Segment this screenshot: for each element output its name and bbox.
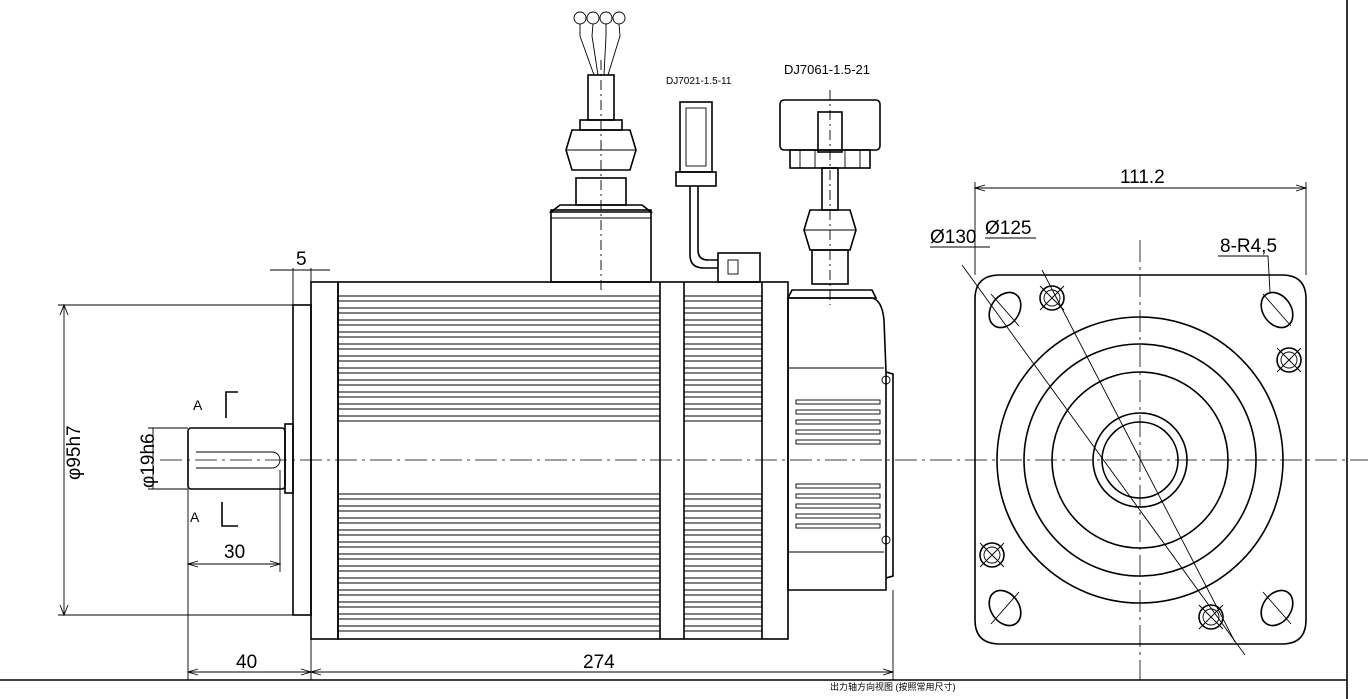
dim-shaft-dia-value: φ19h6 — [138, 433, 159, 488]
pcd-leaders — [930, 237, 1271, 656]
bearing-boss-circle — [1051, 371, 1229, 549]
section-label-top: A — [193, 397, 203, 413]
footer-note: 出力轴方向视图 (按照常用尺寸) — [830, 681, 956, 692]
rear-fin — [795, 493, 881, 499]
end-view: 111.2 Ø130 Ø125 8-R4,5 — [930, 167, 1308, 680]
section-marks: A A — [190, 391, 238, 527]
dim-spigot-value: φ95h7 — [64, 425, 85, 480]
front-flange — [292, 281, 339, 640]
rear-fin — [795, 439, 881, 445]
dim-spigot: φ95h7 — [58, 303, 293, 617]
rear-fin — [795, 523, 881, 529]
cable-gland — [548, 11, 654, 290]
rear-fin — [795, 483, 881, 489]
encoder-plug — [675, 101, 761, 283]
section-label-bottom: A — [190, 509, 200, 525]
spigot-circle — [996, 316, 1284, 604]
encoder-connector-label: DJ7021-1.5-11 — [666, 76, 732, 87]
dim-flange-width: 111.2 — [973, 167, 1308, 275]
hub-outer-circle — [1092, 412, 1188, 508]
dim-holes-value: 8-R4,5 — [1220, 236, 1277, 257]
rear-fin — [795, 513, 881, 519]
dim-pcd-outer-value: Ø130 — [930, 227, 976, 248]
dim-shoulder-value: 5 — [296, 249, 307, 270]
dim-body-length-value: 274 — [583, 652, 615, 673]
rear-fin — [795, 409, 881, 415]
shaft — [187, 423, 294, 494]
side-view: A A 5 φ95h7 φ19h6 — [58, 11, 1368, 680]
dim-shaft-length-value: 40 — [236, 652, 257, 673]
flange-square — [974, 274, 1307, 645]
dim-keyway-value: 30 — [224, 542, 245, 563]
dim-body-length: 274 — [309, 590, 895, 680]
hub-inner-circle — [1101, 421, 1179, 499]
dim-shaft-dia: φ19h6 — [138, 427, 188, 490]
power-connector — [779, 90, 881, 305]
rear-fin — [795, 429, 881, 435]
rear-fin — [795, 399, 881, 405]
inner-face-circle — [1023, 343, 1257, 577]
rear-fin — [795, 503, 881, 509]
rear-fin — [795, 419, 881, 425]
dim-pcd-inner-value: Ø125 — [985, 218, 1031, 239]
mounting-holes — [979, 285, 1302, 630]
dim-flange-width-value: 111.2 — [1120, 167, 1165, 188]
dim-shoulder: 5 — [270, 249, 330, 305]
power-connector-label: DJ7061-1.5-21 — [784, 62, 870, 77]
dim-keyway: 30 — [186, 470, 282, 572]
motor-housing — [337, 281, 789, 640]
rear-fins — [795, 399, 881, 529]
rear-cover — [787, 297, 894, 591]
cooling-fins — [338, 295, 762, 632]
